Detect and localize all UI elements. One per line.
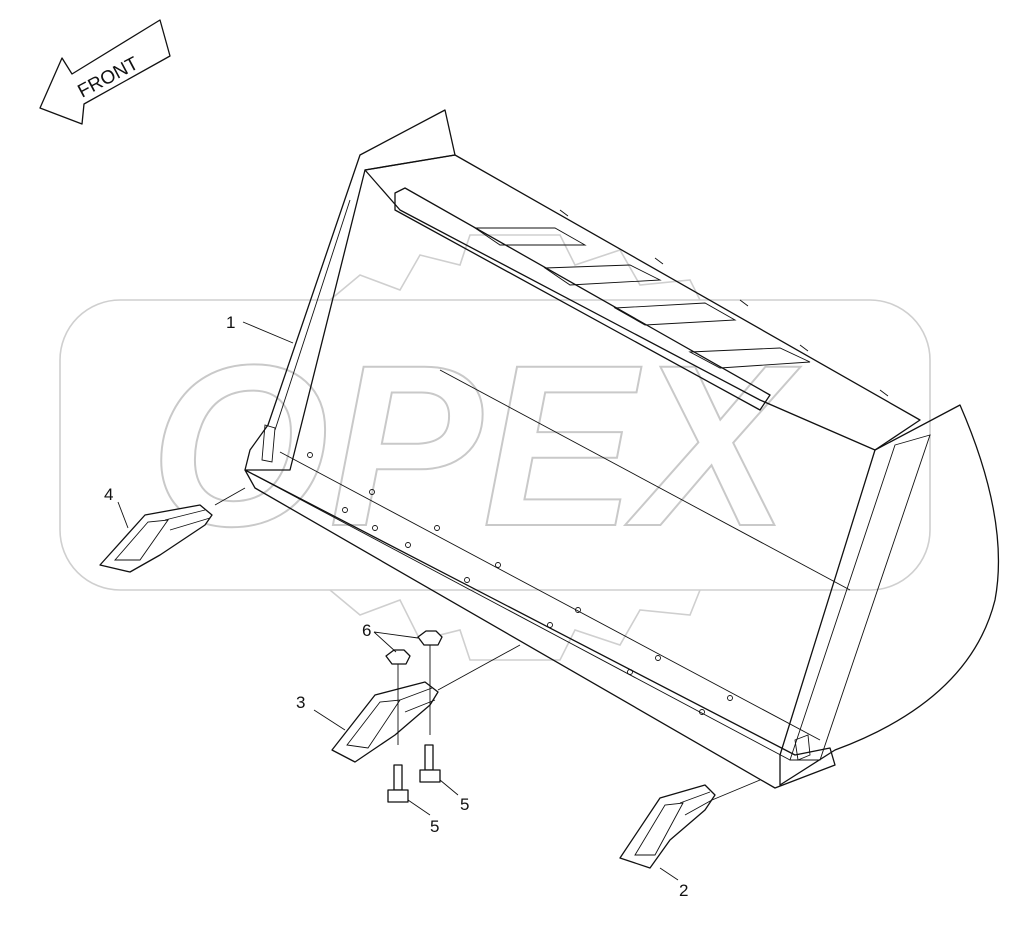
watermark: OPEX: [59, 234, 931, 661]
bucket: [244, 109, 1000, 789]
nut-left: [385, 649, 411, 665]
bucket-rib-2: [543, 264, 662, 286]
bolt-hole: [342, 507, 348, 513]
bucket-rib-1: [473, 227, 587, 246]
tooth-left-recess: [114, 519, 169, 561]
bucket-right-corner-lug: [794, 734, 811, 761]
tooth-left-leader: [214, 487, 246, 506]
tooth-center: [331, 630, 521, 803]
bolt-hole: [655, 655, 661, 661]
bolt-right-shank: [424, 744, 434, 771]
tooth-left-body: [99, 504, 213, 573]
bolt-hole: [547, 622, 553, 628]
bucket-rib-4: [688, 347, 811, 369]
front-arrow-outline: [39, 19, 171, 125]
leader-5b: [439, 779, 459, 796]
bolt-hole: [434, 525, 440, 531]
watermark-frame: [59, 299, 931, 591]
callout-5-upper: 5: [460, 795, 469, 814]
leader-1: [242, 321, 294, 344]
bolt-left-shank: [393, 764, 403, 791]
callout-6: 6: [362, 621, 371, 640]
bucket-left-side-plate: [244, 109, 456, 471]
callout-2: 2: [679, 881, 688, 900]
tooth-right-leader: [711, 779, 761, 801]
callout-leaders: [117, 321, 679, 881]
tooth-right-body: [619, 784, 716, 869]
leader-2: [659, 867, 679, 881]
watermark-gear-top: [329, 234, 701, 301]
bucket-floor-line: [279, 451, 821, 741]
bucket-rib-ends: [559, 209, 889, 397]
front-arrow: FRONT: [39, 19, 171, 125]
tooth-left-lines: [164, 509, 211, 531]
bucket-cutting-edge: [244, 469, 836, 789]
watermark-gear-bottom: [329, 589, 701, 661]
bolt-hole: [575, 607, 581, 613]
bucket-right-edge: [789, 434, 931, 761]
tooth-left: [99, 487, 246, 573]
bolt-hole: [727, 695, 733, 701]
bolt-hole: [464, 577, 470, 583]
bucket-rib-3: [613, 302, 737, 326]
bolt-hole: [495, 562, 501, 568]
bucket-spill-guard: [394, 187, 771, 411]
bolt-left-head: [387, 789, 409, 803]
tooth-center-leader: [437, 644, 521, 691]
leader-4: [117, 501, 129, 529]
bolt-hole: [369, 489, 375, 495]
callout-labels: 1 2 3 4 5 5 6: [104, 313, 688, 900]
leader-3: [313, 709, 346, 731]
tooth-right: [619, 779, 761, 869]
nut-right: [417, 630, 443, 646]
bucket-bolt-holes: [307, 452, 733, 715]
bucket-left-corner-lug: [261, 424, 276, 463]
callout-5-lower: 5: [430, 817, 439, 836]
watermark-text: OPEX: [150, 317, 801, 574]
bolt-hole: [405, 542, 411, 548]
bolt-hole: [699, 709, 705, 715]
tooth-right-lines: [679, 791, 713, 816]
callout-3: 3: [296, 693, 305, 712]
leader-6: [373, 631, 419, 653]
bolt-hole: [307, 452, 313, 458]
bucket-left-edge: [274, 199, 351, 431]
bucket-right-side-plate: [779, 404, 1000, 786]
bolt-hole: [372, 525, 378, 531]
callout-4: 4: [104, 485, 113, 504]
callout-1: 1: [226, 313, 235, 332]
tooth-right-recess: [634, 802, 684, 856]
bucket-back-line: [439, 369, 851, 591]
leader-5a: [407, 799, 431, 816]
bolt-right-head: [419, 769, 441, 783]
bolt-hole: [627, 669, 633, 675]
bolt-axis-lines: [397, 645, 431, 745]
